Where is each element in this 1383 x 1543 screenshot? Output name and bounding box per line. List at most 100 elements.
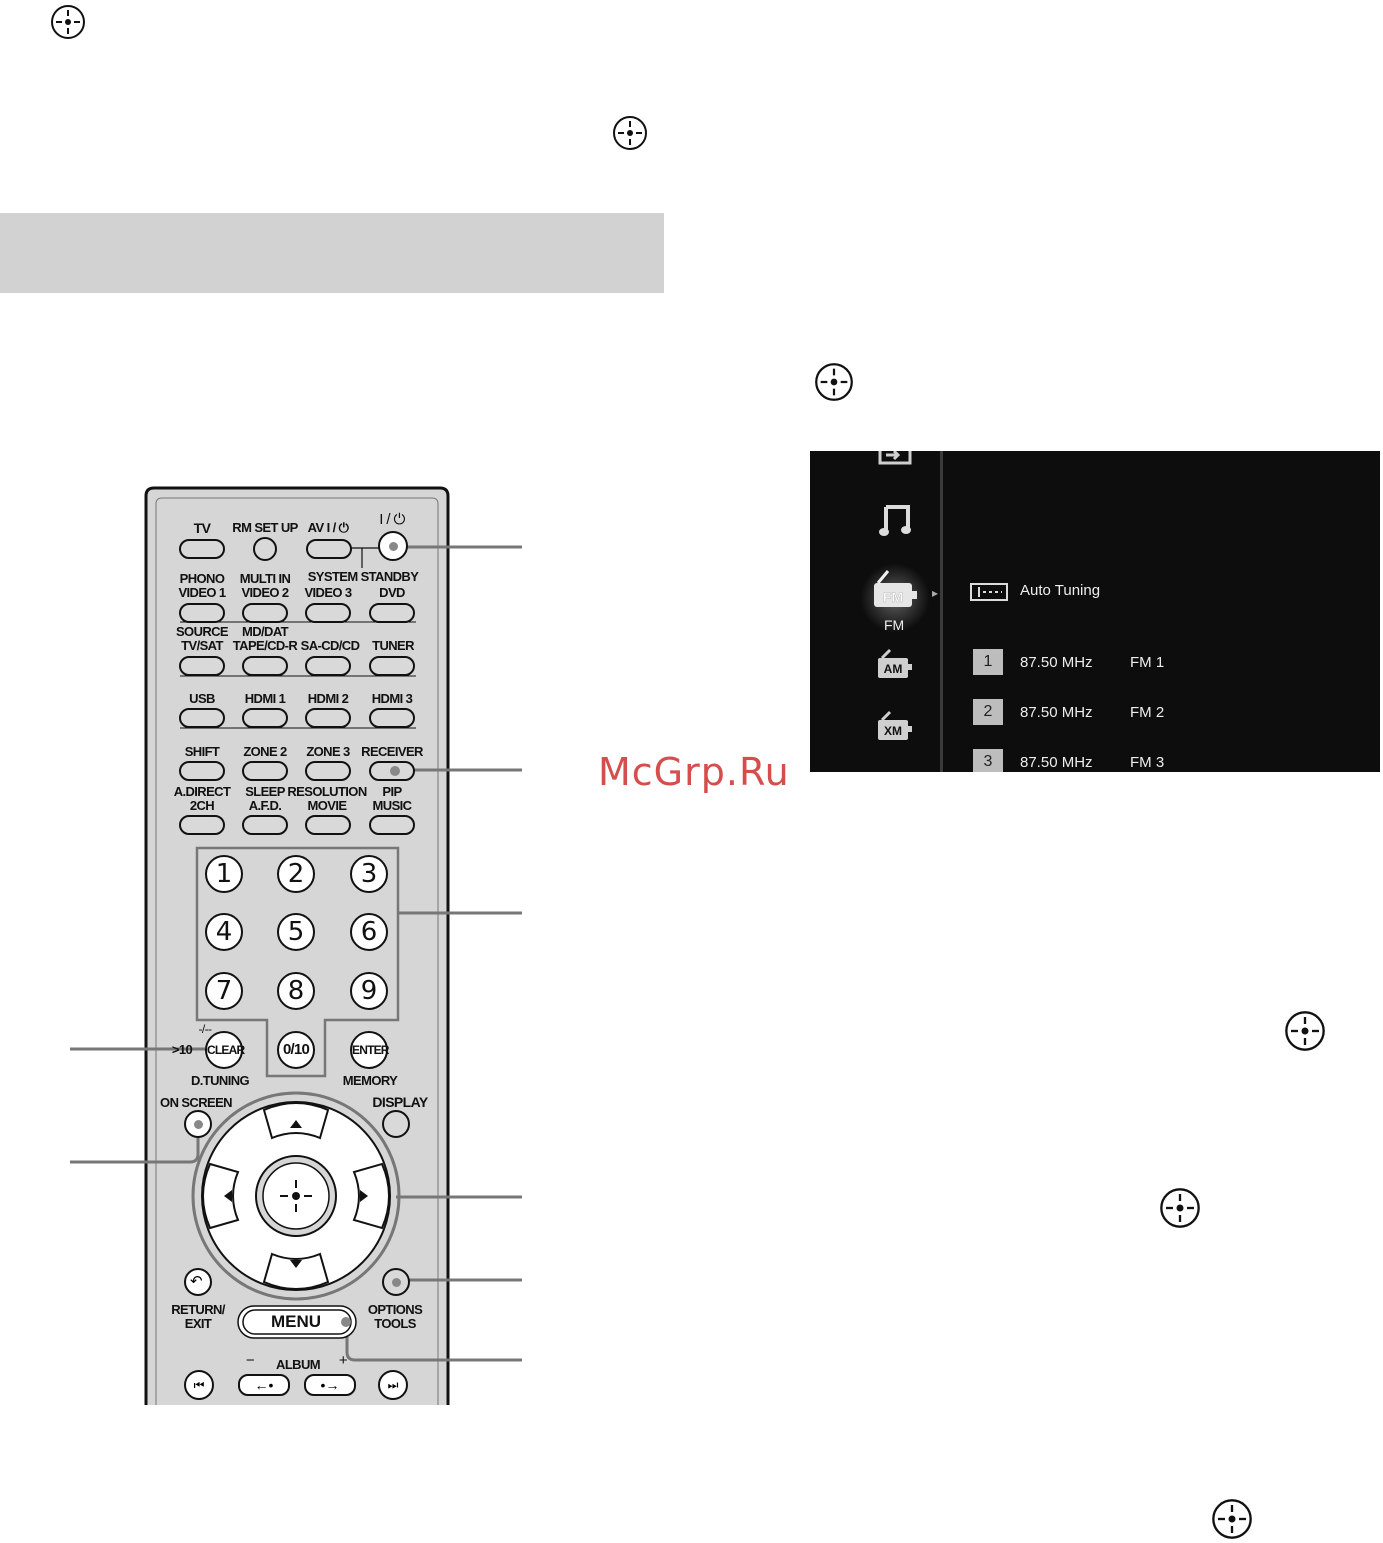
preset-number: 3 — [973, 749, 1003, 772]
number-2-button[interactable]: 2 — [277, 855, 315, 893]
receiver-label: RECEIVER — [361, 744, 423, 759]
options-button[interactable] — [382, 1268, 410, 1296]
clear-button[interactable]: CLEAR — [205, 1031, 245, 1069]
watermark: McGrp.Ru — [598, 750, 790, 794]
album-minus-button[interactable]: ←• — [238, 1374, 290, 1396]
album-plus-button[interactable]: •→ — [304, 1374, 356, 1396]
options-label: OPTIONS — [367, 1302, 423, 1317]
on-screen-label: ON SCREEN — [160, 1095, 232, 1110]
afd-button[interactable] — [242, 815, 288, 835]
number-9-button[interactable]: 9 — [350, 972, 388, 1010]
receiver-button[interactable] — [369, 761, 415, 781]
video1-button[interactable] — [179, 603, 225, 623]
rm-setup-button[interactable] — [253, 537, 277, 561]
afd-label: A.F.D. — [248, 798, 282, 813]
music-icon — [879, 505, 911, 536]
previous-track-icon: ⏮ — [193, 1378, 205, 1392]
enter-button-icon — [815, 363, 853, 401]
number-7-button[interactable]: 7 — [205, 972, 243, 1010]
video2-button[interactable] — [242, 603, 288, 623]
tape-cdr-label: TAPE/CD-R — [232, 638, 298, 653]
movie-button[interactable] — [305, 815, 351, 835]
number-3-button[interactable]: 3 — [350, 855, 388, 893]
shift-button[interactable] — [179, 761, 225, 781]
album-next-icon: •→ — [320, 1377, 340, 1393]
auto-tuning-icon — [970, 583, 1008, 601]
hdmi2-button[interactable] — [305, 708, 351, 728]
return-arrow-icon: ↶ — [190, 1272, 203, 1290]
input-icon — [878, 451, 912, 465]
tape-cdr-button[interactable] — [242, 656, 288, 676]
hdmi3-button[interactable] — [369, 708, 415, 728]
enter-button-icon — [51, 5, 85, 39]
svg-text:AM: AM — [884, 662, 903, 676]
zone2-label: ZONE 2 — [243, 744, 287, 759]
tools-label: TOOLS — [374, 1316, 416, 1331]
display-button[interactable] — [382, 1110, 410, 1138]
zone3-button[interactable] — [305, 761, 351, 781]
number-5-button[interactable]: 5 — [277, 913, 315, 951]
return-button[interactable]: ↶ — [184, 1268, 212, 1296]
power-label: I / ⏻ — [379, 511, 405, 528]
down-arrow-button[interactable] — [266, 1254, 326, 1288]
hdmi2-label: HDMI 2 — [307, 691, 349, 706]
music-label: MUSIC — [372, 798, 412, 813]
auto-tuning-label[interactable]: Auto Tuning — [1020, 582, 1101, 599]
enter-button[interactable]: ENTER — [350, 1031, 389, 1069]
preset-frequency: 87.50 MHz — [1020, 754, 1093, 771]
number-6-button[interactable]: 6 — [350, 913, 388, 951]
2ch-button[interactable] — [179, 815, 225, 835]
source-label: SOURCE — [175, 624, 229, 639]
zero-ten-button[interactable]: 0/10 — [277, 1031, 315, 1069]
display-label: DISPLAY — [372, 1094, 428, 1110]
preset-frequency: 87.50 MHz — [1020, 654, 1093, 671]
d-tuning-label: D.TUNING — [190, 1073, 250, 1088]
tuner-button[interactable] — [369, 656, 415, 676]
av-power-label: AV I / ⏻ — [307, 520, 349, 535]
rm-setup-label: RM SET UP — [232, 520, 298, 535]
music-button[interactable] — [369, 815, 415, 835]
menu-button[interactable]: MENU — [243, 1310, 351, 1334]
preset-row[interactable]: 1 87.50 MHz FM 1 — [810, 649, 1380, 679]
power-button[interactable] — [378, 531, 408, 561]
dvd-label: DVD — [379, 585, 405, 600]
section-header-bar — [0, 213, 664, 293]
return-label: RETURN/ — [171, 1302, 225, 1317]
zone2-button[interactable] — [242, 761, 288, 781]
video2-label: VIDEO 2 — [241, 585, 289, 600]
exit-label: EXIT — [184, 1316, 212, 1331]
usb-button[interactable] — [179, 708, 225, 728]
av-power-button[interactable] — [306, 539, 352, 559]
dash-label: -/-- — [198, 1022, 213, 1036]
preset-row[interactable]: 3 87.50 MHz FM 3 — [810, 749, 1380, 772]
left-arrow-button[interactable] — [204, 1166, 238, 1226]
selected-category-label: FM — [884, 617, 905, 633]
number-1-button[interactable]: 1 — [205, 855, 243, 893]
video3-label: VIDEO 3 — [304, 585, 352, 600]
dvd-button[interactable] — [369, 603, 415, 623]
sacd-button[interactable] — [305, 656, 351, 676]
up-arrow-button[interactable] — [266, 1104, 326, 1138]
next-track-button[interactable]: ⏭ — [378, 1370, 408, 1400]
usb-label: USB — [189, 691, 215, 706]
zone3-label: ZONE 3 — [306, 744, 350, 759]
enter-center-button[interactable] — [264, 1164, 328, 1228]
video3-button[interactable] — [305, 603, 351, 623]
previous-track-button[interactable]: ⏮ — [184, 1370, 214, 1400]
right-arrow-button[interactable] — [354, 1166, 388, 1226]
tv-button[interactable] — [179, 539, 225, 559]
tv-sat-button[interactable] — [179, 656, 225, 676]
number-4-button[interactable]: 4 — [205, 913, 243, 951]
hdmi1-label: HDMI 1 — [244, 691, 286, 706]
on-screen-button[interactable] — [184, 1110, 212, 1138]
fm-radio-icon: FM — [874, 570, 917, 607]
sleep-label: SLEEP — [245, 784, 285, 799]
enter-button-icon — [1212, 1499, 1252, 1539]
number-8-button[interactable]: 8 — [277, 972, 315, 1010]
xm-radio-icon: XM — [878, 710, 912, 740]
hdmi1-button[interactable] — [242, 708, 288, 728]
system-standby-label: SYSTEM STANDBY — [307, 569, 419, 584]
preset-row[interactable]: 2 87.50 MHz FM 2 — [810, 699, 1380, 729]
album-minus-label: − — [245, 1352, 255, 1369]
